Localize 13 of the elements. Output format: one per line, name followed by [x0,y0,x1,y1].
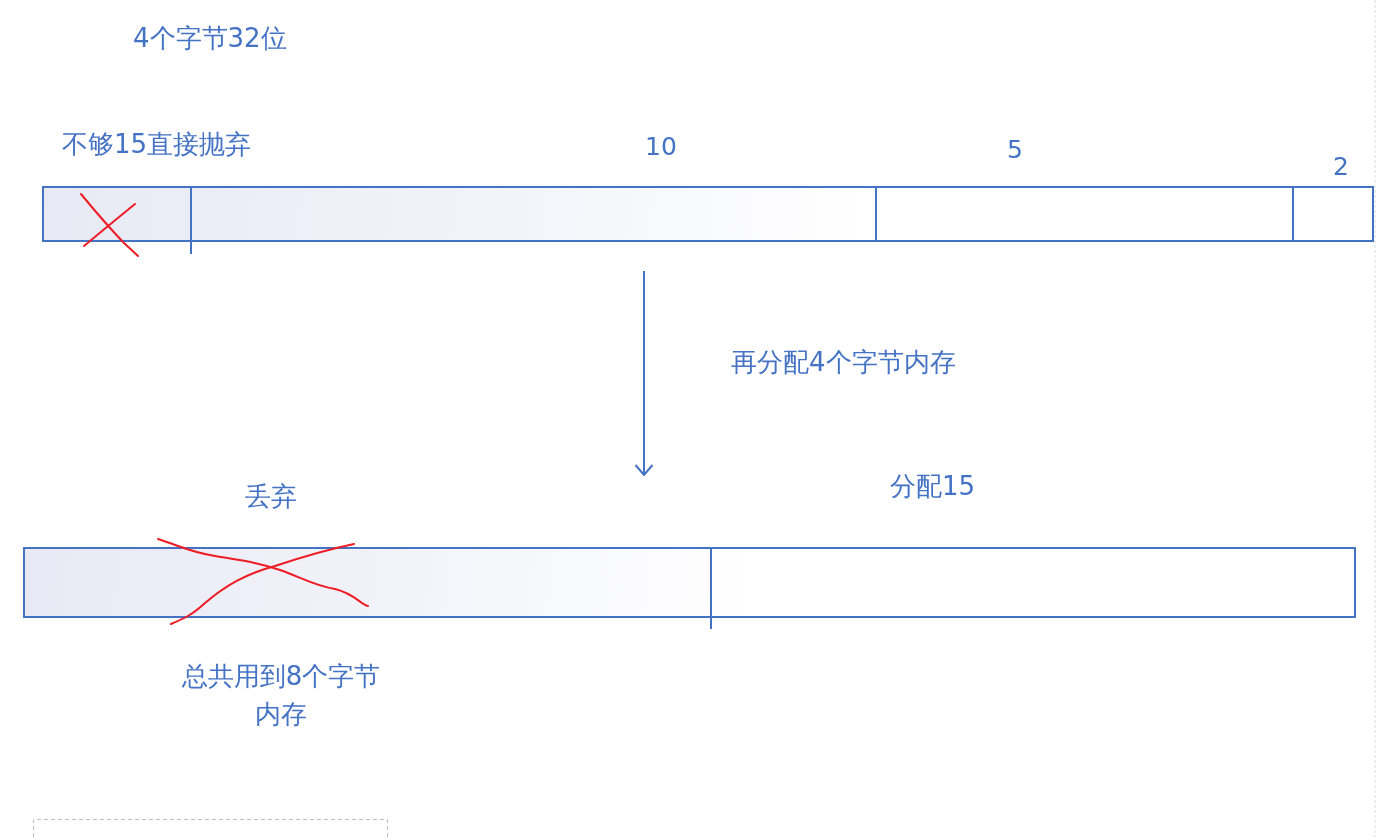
segment-label: 5 [1007,134,1023,166]
segment-label: 分配15 [890,470,976,502]
segment-label: 2 [1333,151,1349,183]
segment-label: 丢弃 [245,480,297,512]
memory-bar [23,547,1356,618]
arrow [634,270,654,476]
edge-label: 再分配4个字节内存 [731,346,956,378]
heading-text: 4个字节32位 [133,22,287,54]
segment-label: 10 [645,131,677,163]
bar-segment [44,188,190,240]
note-text: 总共用到8个字节内存 [180,660,382,731]
segment-label: 不够15直接抛弃 [62,128,252,160]
memory-bar [42,186,1374,242]
